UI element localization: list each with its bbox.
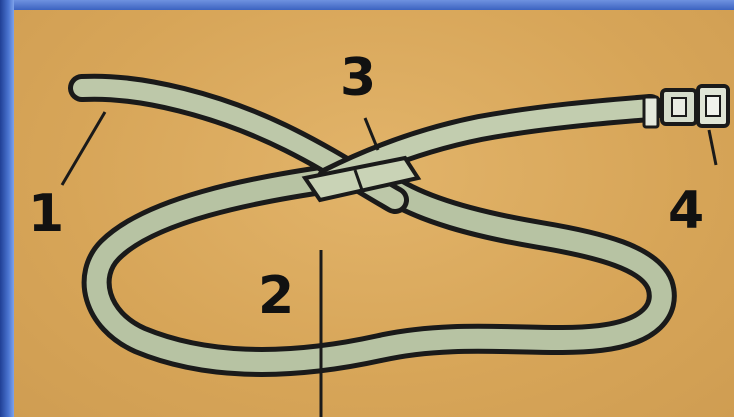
label-4: 4 <box>668 185 704 237</box>
label-2: 2 <box>258 270 294 322</box>
leader-line-1 <box>62 112 105 185</box>
leader-line-4 <box>709 130 716 165</box>
label-1: 1 <box>28 188 64 240</box>
leader-line-3 <box>365 118 378 150</box>
buckle-icon <box>644 86 728 127</box>
label-3: 3 <box>340 52 376 104</box>
